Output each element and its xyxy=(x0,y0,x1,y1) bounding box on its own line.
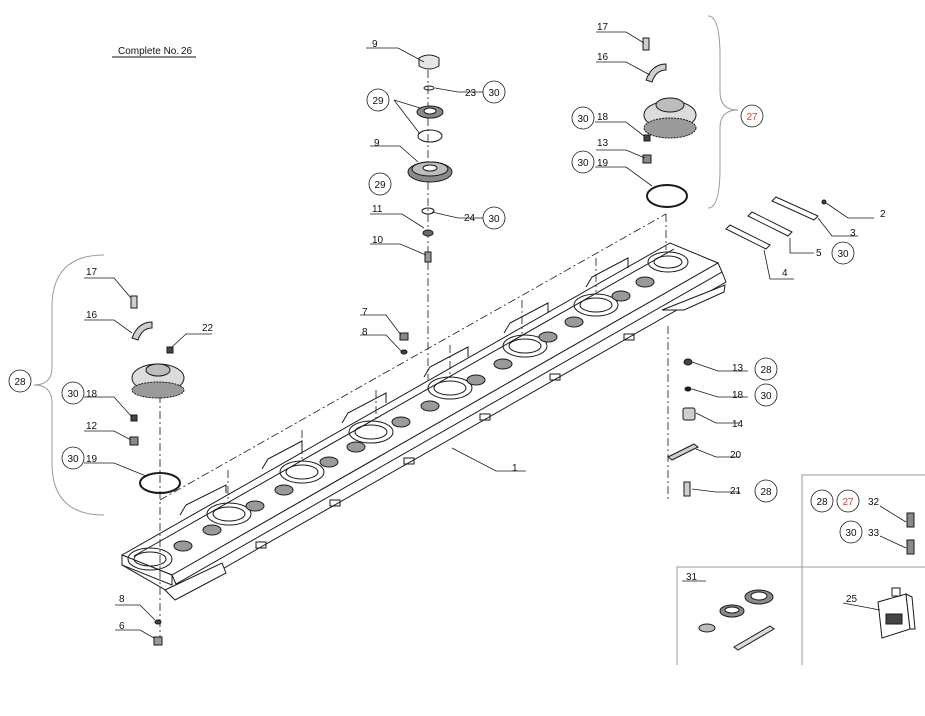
callout-7: 7 xyxy=(362,307,368,318)
callout-32: 32 xyxy=(868,497,880,508)
callout-1: 1 xyxy=(512,463,518,474)
kit-boxes xyxy=(676,474,925,665)
svg-text:30: 30 xyxy=(488,214,500,225)
callout-labels: 9 23 9 11 10 24 7 8 17 16 18 13 19 2 3 5… xyxy=(86,22,886,632)
svg-text:30: 30 xyxy=(577,158,589,169)
ref-circle-30-23: 30 xyxy=(482,80,506,104)
ref-circle-29-mid: 29 xyxy=(368,172,392,196)
ref-circle-28-21: 28 xyxy=(754,479,778,503)
kit-31-parts xyxy=(698,589,775,651)
svg-text:28: 28 xyxy=(760,487,772,498)
callout-14: 13 xyxy=(732,363,744,374)
callout-17-right: 17 xyxy=(597,22,609,33)
middle-small-parts xyxy=(399,332,409,355)
callout-20: 20 xyxy=(730,450,742,461)
callout-19-left: 19 xyxy=(86,454,98,465)
svg-text:29: 29 xyxy=(374,180,386,191)
alignment-lines xyxy=(159,70,669,640)
callout-25: 25 xyxy=(846,594,858,605)
knife-bars xyxy=(725,196,827,250)
brackets xyxy=(33,15,739,516)
svg-text:27: 27 xyxy=(746,112,758,123)
ref-circle-30-5: 30 xyxy=(831,241,855,265)
rotor-right xyxy=(642,37,697,208)
svg-text:30: 30 xyxy=(837,249,849,260)
callout-21: 21 xyxy=(730,486,742,497)
callout-12: 9 xyxy=(372,39,378,50)
ref-circle-29-top: 29 xyxy=(366,88,390,112)
callout-8-bottom: 8 xyxy=(119,594,125,605)
callout-2: 2 xyxy=(880,209,886,220)
svg-text:30: 30 xyxy=(488,88,500,99)
callout-17-left: 17 xyxy=(86,267,98,278)
cutter-bar xyxy=(120,242,727,601)
leader-lines xyxy=(84,31,907,639)
callout-16-left: 16 xyxy=(86,310,98,321)
callout-24: 24 xyxy=(464,213,476,224)
circled-references: 29 30 29 30 30 30 27 30 28 30 30 28 30 2… xyxy=(8,80,863,544)
callout-22: 22 xyxy=(202,323,214,334)
callout-8-mid: 8 xyxy=(362,327,368,338)
right-side-parts xyxy=(667,358,699,497)
bottom-left-fasteners xyxy=(153,619,163,646)
svg-text:28: 28 xyxy=(816,497,828,508)
callout-9: 9 xyxy=(374,138,380,149)
ref-circle-30-18-right: 30 xyxy=(571,106,595,130)
gear-stack xyxy=(407,54,453,263)
callout-5: 5 xyxy=(816,248,822,259)
callout-3: 3 xyxy=(850,228,856,239)
ref-circle-27-main: 27 xyxy=(740,104,764,128)
rotor-left xyxy=(129,295,185,494)
ref-circle-30-18-left: 30 xyxy=(61,381,85,405)
ref-circle-28-kit: 28 xyxy=(810,489,834,513)
ref-circle-28-left: 28 xyxy=(8,369,32,393)
callout-4: 4 xyxy=(782,268,788,279)
callout-13-right: 13 xyxy=(597,138,609,149)
ref-circle-28-14: 28 xyxy=(754,357,778,381)
callout-10: 10 xyxy=(372,235,384,246)
ref-circle-30-33: 30 xyxy=(839,520,863,544)
svg-text:30: 30 xyxy=(67,389,79,400)
complete-number-header: Complete No. 26 xyxy=(112,46,196,58)
callout-33: 33 xyxy=(868,528,880,539)
ref-circle-30-24: 30 xyxy=(482,206,506,230)
callout-19-right: 19 xyxy=(597,158,609,169)
callout-6: 6 xyxy=(119,621,125,632)
ref-circle-30-19-right: 30 xyxy=(571,150,595,174)
svg-text:30: 30 xyxy=(845,528,857,539)
ref-circle-27-kit: 27 xyxy=(836,489,860,513)
callout-18-right: 18 xyxy=(597,112,609,123)
svg-text:30: 30 xyxy=(577,114,589,125)
callout-13-left: 12 xyxy=(86,421,98,432)
oil-can xyxy=(877,587,916,639)
ref-circle-30-18-side: 30 xyxy=(754,383,778,407)
svg-text:29: 29 xyxy=(372,96,384,107)
callout-11: 11 xyxy=(372,204,383,215)
svg-text:27: 27 xyxy=(842,497,854,508)
callout-31: 31 xyxy=(686,572,698,583)
svg-text:30: 30 xyxy=(760,391,772,402)
svg-text:30: 30 xyxy=(67,454,79,465)
ref-circle-30-19-left: 30 xyxy=(61,446,85,470)
callout-16-right: 16 xyxy=(597,52,609,63)
complete-label: Complete No. xyxy=(118,46,179,57)
svg-text:28: 28 xyxy=(14,377,26,388)
callout-18-side: 18 xyxy=(732,390,744,401)
tube-parts xyxy=(906,512,915,555)
callout-18-left: 18 xyxy=(86,389,98,400)
svg-text:28: 28 xyxy=(760,365,772,376)
complete-number: 26 xyxy=(181,46,193,57)
callout-15: 14 xyxy=(732,419,744,430)
callout-23: 23 xyxy=(465,88,477,99)
